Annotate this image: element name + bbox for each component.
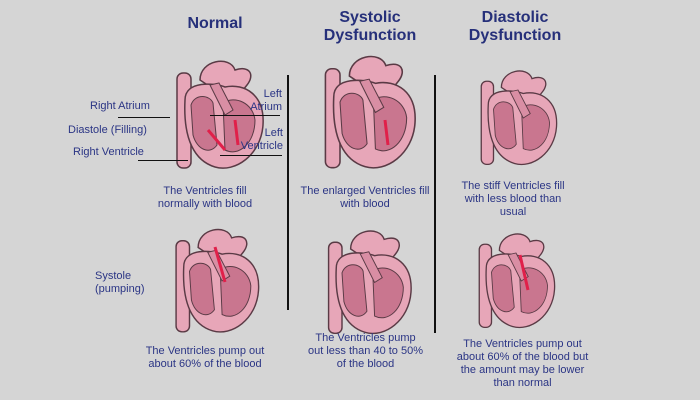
label-left-atrium: Left Atrium: [250, 88, 282, 113]
label-systole: Systole (pumping): [95, 270, 145, 295]
normal-systole-heart: [155, 222, 270, 340]
leader-right-ventricle: [138, 160, 188, 161]
label-right-ventricle: Right Ventricle: [73, 146, 144, 158]
caption-diastolic-top: The stiff Ventricles fill with less bloo…: [461, 180, 565, 218]
caption-diastolic-bottom: The Ventricles pump out about 60% of the…: [456, 338, 589, 389]
divider-2: [434, 75, 436, 333]
systolic-diastole-heart: [300, 50, 430, 175]
label-diastole: Diastole (Filling): [68, 124, 147, 136]
normal-diastole-heart: [150, 55, 280, 175]
label-left-ventricle: Left Ventricle: [240, 127, 283, 152]
caption-systolic-bottom: The Ventricles pump out less than 40 to …: [308, 332, 423, 370]
systolic-systole-heart: [305, 225, 425, 340]
label-right-atrium: Right Atrium: [90, 100, 150, 112]
divider-1: [287, 75, 289, 310]
diastolic-diastole-heart: [462, 62, 567, 174]
caption-normal-top: The Ventricles fill normally with blood: [157, 185, 253, 210]
caption-normal-bottom: The Ventricles pump out about 60% of the…: [145, 345, 265, 370]
title-systolic: Systolic Dysfunction: [323, 9, 417, 44]
title-diastolic: Diastolic Dysfunction: [468, 9, 562, 44]
diastolic-systole-heart: [460, 225, 565, 337]
leader-left-atrium: [210, 115, 280, 116]
leader-left-ventricle: [220, 155, 282, 156]
leader-right-atrium: [118, 117, 170, 118]
caption-systolic-top: The enlarged Ventricles fill with blood: [300, 185, 430, 210]
title-normal: Normal: [187, 15, 243, 32]
